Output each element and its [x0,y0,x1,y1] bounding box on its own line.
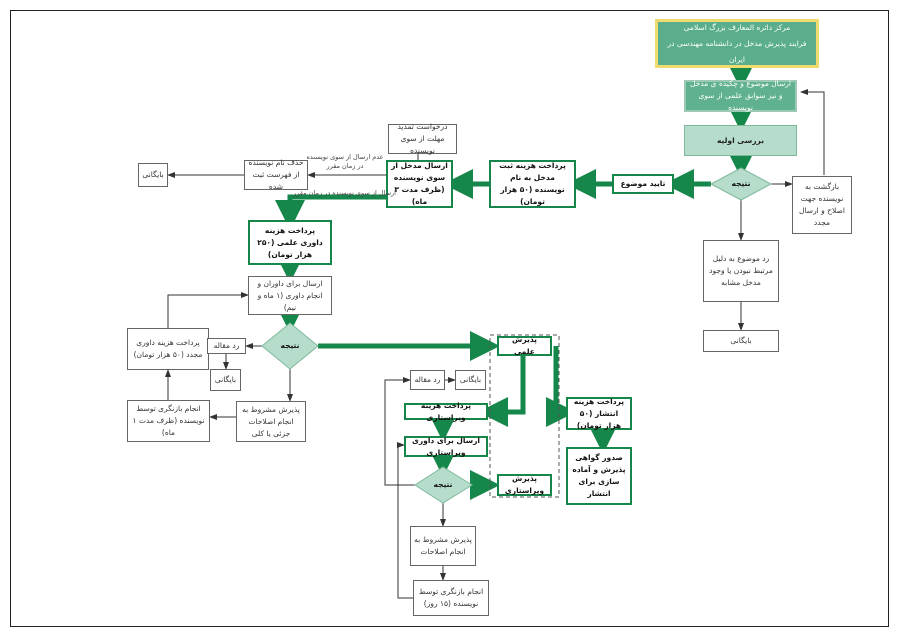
step-send-entry-text: ارسال مدخل از سوی نویسنده (ظرف مدت ۳ ماه… [391,161,448,206]
step-archive-2: بایگانی [138,163,168,187]
step-author-revision-15-text: انجام بازنگری توسط نویسنده (۱۵ روز) [418,587,484,608]
diagram-frame [10,10,889,627]
decision-edit [414,466,473,504]
step-author-revision-text: انجام بازنگری توسط نویسنده (ظرف مدت ۱ ما… [132,404,205,437]
decision-initial [709,167,773,201]
step-approve-topic: تایید موضوع [612,174,674,194]
arrow-repay-reviewers [167,292,249,328]
arrow-result3-rejectart [384,377,415,486]
step-edit-accept: پذیرش ویراستاری [497,474,552,496]
step-send-reviewers: ارسال برای داوران و انجام داوری (۱ ماه و… [248,276,332,315]
step-return-author: بازگشت به نویسنده جهت اصلاح و ارسال مجدد [792,176,852,234]
step-reject-topic-text: رد موضوع به دلیل مرتبط نبودن یا وجود مدخ… [709,254,773,287]
step-archive-4: بایگانی [455,370,486,390]
step-scientific-accept-text: پذیرش علمی [512,335,537,356]
arrow-return-submit [800,89,825,175]
step-pay-reg-fee-text: پرداخت هزینه ثبت مدخل به نام نویسنده (۵۰… [499,161,566,206]
decision-edit-label: نتیجه [433,480,453,489]
step-conditional-accept-edit-text: پذیرش مشروط به انجام اصلاحات [414,535,472,556]
decision-initial-label: نتیجه [731,179,751,188]
step-archive-2-text: بایگانی [142,170,164,179]
header-line1: مرکز دائره المعارف بزرگ اسلامی [683,22,791,32]
edge-label-sent: ارسال از سوی نویسنده در زمان مقرر [293,189,396,197]
step-send-edit-review: ارسال برای داوری ویراستاری [404,436,488,457]
step-reject-article-1-text: رد مقاله [213,341,240,350]
step-conditional-accept-text: پذیرش مشروط به انجام اصلاحات جزئی یا کلی [242,404,300,438]
step-pay-publish-fee: پرداخت هزینه انتشار (۵۰ هزار تومان) [566,397,632,430]
step-pay-edit-fee-text: پرداخت هزینه ویراستاری [420,400,472,422]
step-reject-article-2: رد مقاله [410,370,445,390]
step-issue-certificate-text: صدور گواهی پذیرش و آماده سازی برای انتشا… [572,453,626,498]
step-archive-3: بایگانی [210,369,241,391]
step-pay-review-fee-text: پرداخت هزینه داوری علمی (۲۵۰ هزار تومان) [257,225,323,259]
header-box: مرکز دائره المعارف بزرگ اسلامی فرایند پذ… [655,19,819,68]
step-pay-publish-fee-text: پرداخت هزینه انتشار (۵۰ هزار تومان) [573,396,625,430]
step-repay-review-fee: پرداخت هزینه داوری مجدد (۵۰ هزار تومان) [127,328,209,370]
step-reject-article-1: رد مقاله [207,338,246,354]
header-line2: فرایند پذیرش مدخل در دانشنامه مهندسی در … [667,38,807,64]
step-archive-1-text: بایگانی [730,336,752,345]
step-conditional-accept: پذیرش مشروط به انجام اصلاحات جزئی یا کلی [236,401,306,442]
step-repay-review-fee-text: پرداخت هزینه داوری مجدد (۵۰ هزار تومان) [133,338,203,359]
arrow-sciaccept-paypublish [546,346,576,427]
step-extension-request-text: درخواست تمدید مهلت از سوی نویسنده [397,122,448,155]
step-reject-article-2-text: رد مقاله [414,375,441,384]
edge-label-no-send: عدم ارسال از سوی نویسنده در زمان مقرر [306,153,384,170]
step-send-reviewers-text: ارسال برای داوران و انجام داوری (۱ ماه و… [257,278,323,312]
step-submit: ارسال موضوع و چکیده ی مدخل و نیز سوابق ع… [684,79,797,112]
step-scientific-accept: پذیرش علمی [497,335,552,356]
step-send-edit-review-text: ارسال برای داوری ویراستاری [411,435,480,457]
step-approve-topic-text: تایید موضوع [620,179,666,188]
step-author-revision: انجام بازنگری توسط نویسنده (ظرف مدت ۱ ما… [127,400,210,442]
arrow-send-payreview [275,194,386,230]
step-initial-review: بررسی اولیه [684,125,797,156]
step-pay-review-fee: پرداخت هزینه داوری علمی (۲۵۰ هزار تومان) [248,220,332,265]
step-archive-3-text: بایگانی [214,375,237,384]
step-return-author-text: بازگشت به نویسنده جهت اصلاح و ارسال مجدد [799,182,845,227]
step-pay-edit-fee: پرداخت هزینه ویراستاری [404,401,488,422]
step-send-entry: ارسال مدخل از سوی نویسنده (ظرف مدت ۳ ماه… [386,160,453,208]
step-edit-accept-text: پذیرش ویراستاری [504,474,545,495]
step-remove-author-text: حذف نام نویسنده از فهرست ثبت شده [248,158,304,191]
step-extension-request: درخواست تمدید مهلت از سوی نویسنده [388,122,457,155]
decision-review [261,322,319,370]
step-archive-1: بایگانی [703,330,779,352]
step-pay-reg-fee: پرداخت هزینه ثبت مدخل به نام نویسنده (۵۰… [489,160,576,208]
step-conditional-accept-edit: پذیرش مشروط به انجام اصلاحات [410,526,476,566]
main-flow-arrows [275,60,756,500]
step-remove-author: حذف نام نویسنده از فهرست ثبت شده [244,158,308,191]
arrow-sciaccept-payedit [478,356,526,427]
publish-path-group [489,334,560,498]
arrow-revision15-sendedit [397,442,413,599]
step-author-revision-15: انجام بازنگری توسط نویسنده (۱۵ روز) [413,580,489,616]
step-issue-certificate: صدور گواهی پذیرش و آماده سازی برای انتشا… [566,447,632,505]
step-initial-review-text: بررسی اولیه [716,135,765,145]
step-submit-text: ارسال موضوع و چکیده ی مدخل و نیز سوابق ع… [690,79,791,112]
step-reject-topic: رد موضوع به دلیل مرتبط نبودن یا وجود مدخ… [703,240,779,302]
step-archive-4-text: بایگانی [459,375,482,384]
decision-review-label: نتیجه [280,341,300,350]
